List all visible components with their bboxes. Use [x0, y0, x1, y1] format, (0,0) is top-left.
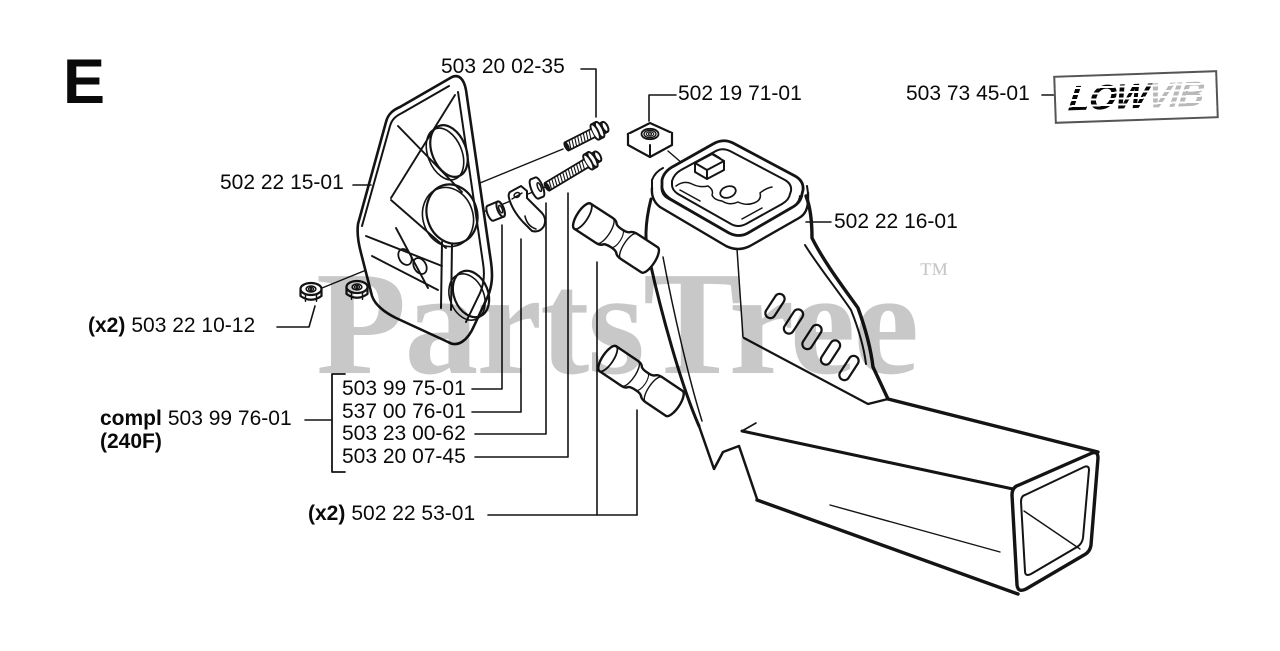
bushing-upper: [571, 202, 661, 274]
part-number: 503 99 76-01: [167, 407, 292, 430]
clamp-part: [507, 185, 547, 233]
vent-slots: [764, 292, 860, 382]
bracket-part: [356, 74, 494, 346]
part-label-bushings[interactable]: (x2)502 22 53-01: [308, 502, 476, 526]
washer-part: [528, 176, 546, 200]
housing-part: [644, 139, 890, 501]
bolt-lower: [543, 150, 603, 192]
part-label-clamp[interactable]: 537 00 76-01: [342, 400, 466, 423]
decal-stripe-overlay: [1055, 72, 1217, 122]
spacer-part: [485, 200, 506, 222]
part-number: 502 22 53-01: [351, 502, 476, 525]
lowvib-decal: LOW VIB: [1053, 70, 1219, 124]
model-variant: (240F): [100, 429, 162, 453]
part-label-bolts[interactable]: 503 20 02-35: [441, 55, 565, 78]
part-label-bracket[interactable]: 502 22 15-01: [220, 171, 344, 194]
bushing-lower: [597, 344, 685, 418]
lock-nut-right: [345, 279, 369, 300]
leader-lines: [276, 68, 1057, 516]
part-label-spacer[interactable]: 503 99 75-01: [342, 377, 466, 400]
part-label-lock-nuts[interactable]: (x2)503 22 10-12: [88, 314, 256, 338]
quantity-prefix: (x2): [308, 502, 346, 525]
section-letter: E: [63, 47, 106, 117]
compl-prefix: compl: [100, 407, 162, 430]
part-label-lowvib-decal[interactable]: 503 73 45-01: [906, 82, 1030, 105]
part-label-screw[interactable]: 503 20 07-45: [342, 445, 466, 468]
bolt-upper: [563, 120, 610, 152]
handle-tube-part: [740, 397, 1100, 596]
part-label-washer[interactable]: 503 23 00-62: [342, 422, 466, 445]
lock-nut-left: [299, 281, 323, 302]
part-label-square-nut[interactable]: 502 19 71-01: [678, 82, 802, 105]
square-nut-part: [626, 121, 674, 159]
part-number: 503 22 10-12: [131, 314, 256, 337]
quantity-prefix: (x2): [88, 314, 126, 337]
part-label-housing[interactable]: 502 22 16-01: [834, 210, 958, 233]
